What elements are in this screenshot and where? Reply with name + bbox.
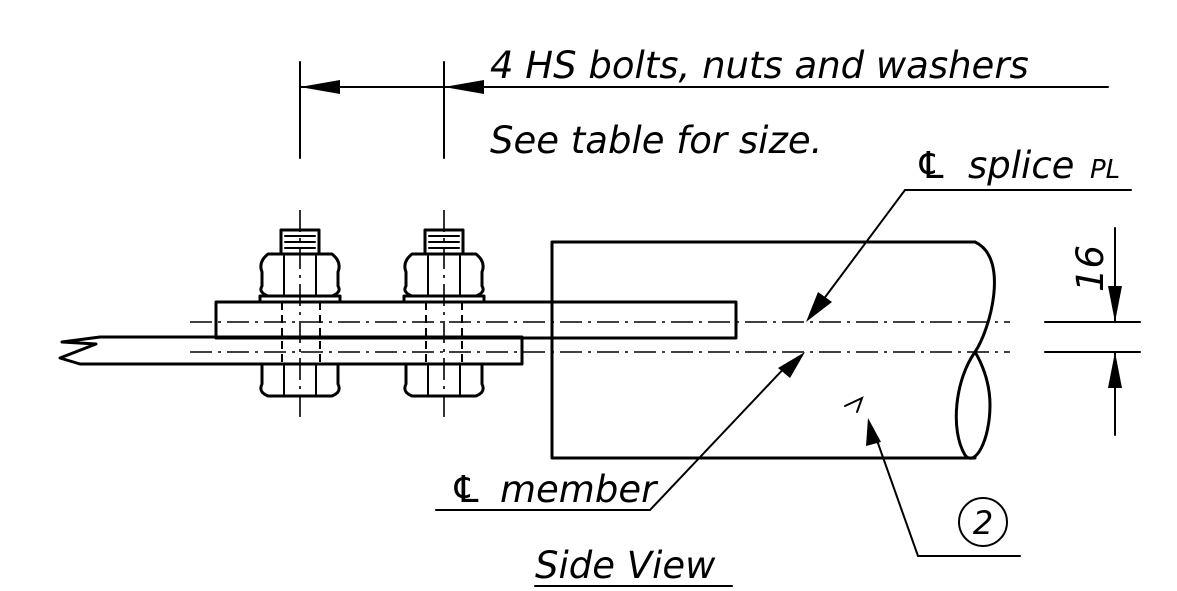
tube-break-symbol xyxy=(954,240,996,460)
tube-member xyxy=(550,240,996,460)
tube-outline xyxy=(550,240,977,460)
centerline-symbol: ℄ xyxy=(915,144,948,187)
washer xyxy=(258,294,342,304)
bolt-note: 4 HS bolts, nuts and washers See table f… xyxy=(299,44,1109,162)
dimension-arrow xyxy=(444,80,484,94)
bolt-note-line2: See table for size. xyxy=(490,119,822,162)
dimension-arrow xyxy=(1108,352,1122,388)
dimension-arrow xyxy=(300,80,340,94)
splice-text: splice xyxy=(968,144,1074,187)
callout-2: 2 xyxy=(866,418,1021,557)
bolt-assembly-left xyxy=(258,228,342,398)
splice-label: ℄ splice PL xyxy=(806,144,1132,322)
splice-plate xyxy=(214,300,738,340)
member-text: member xyxy=(500,468,659,511)
bolt-assembly-right xyxy=(402,228,486,398)
member-label: ℄ member xyxy=(435,352,805,511)
leader-arrow xyxy=(778,352,805,378)
bolt-note-line1: 4 HS bolts, nuts and washers xyxy=(490,44,1029,87)
callout-arrow xyxy=(866,418,881,446)
dimension-value: 16 xyxy=(1069,245,1112,292)
dimension-16: 16 xyxy=(1044,227,1141,436)
washer xyxy=(402,294,486,304)
callout-number: 2 xyxy=(973,504,993,542)
callout-leader xyxy=(873,431,919,557)
bolt-head xyxy=(259,362,341,398)
view-title-text: Side View xyxy=(535,544,716,587)
callout-circle xyxy=(958,497,1008,547)
leader-line xyxy=(819,189,906,305)
view-title: Side View xyxy=(534,544,733,587)
dimension-arrow xyxy=(1108,286,1122,322)
tube-section-mark xyxy=(844,396,864,413)
leader-line xyxy=(649,361,791,511)
bolt-head xyxy=(403,362,485,398)
centerline-symbol: ℄ xyxy=(450,468,483,511)
gusset-plate xyxy=(58,335,524,366)
plate-symbol: PL xyxy=(1090,155,1120,185)
leader-arrow xyxy=(806,292,832,322)
